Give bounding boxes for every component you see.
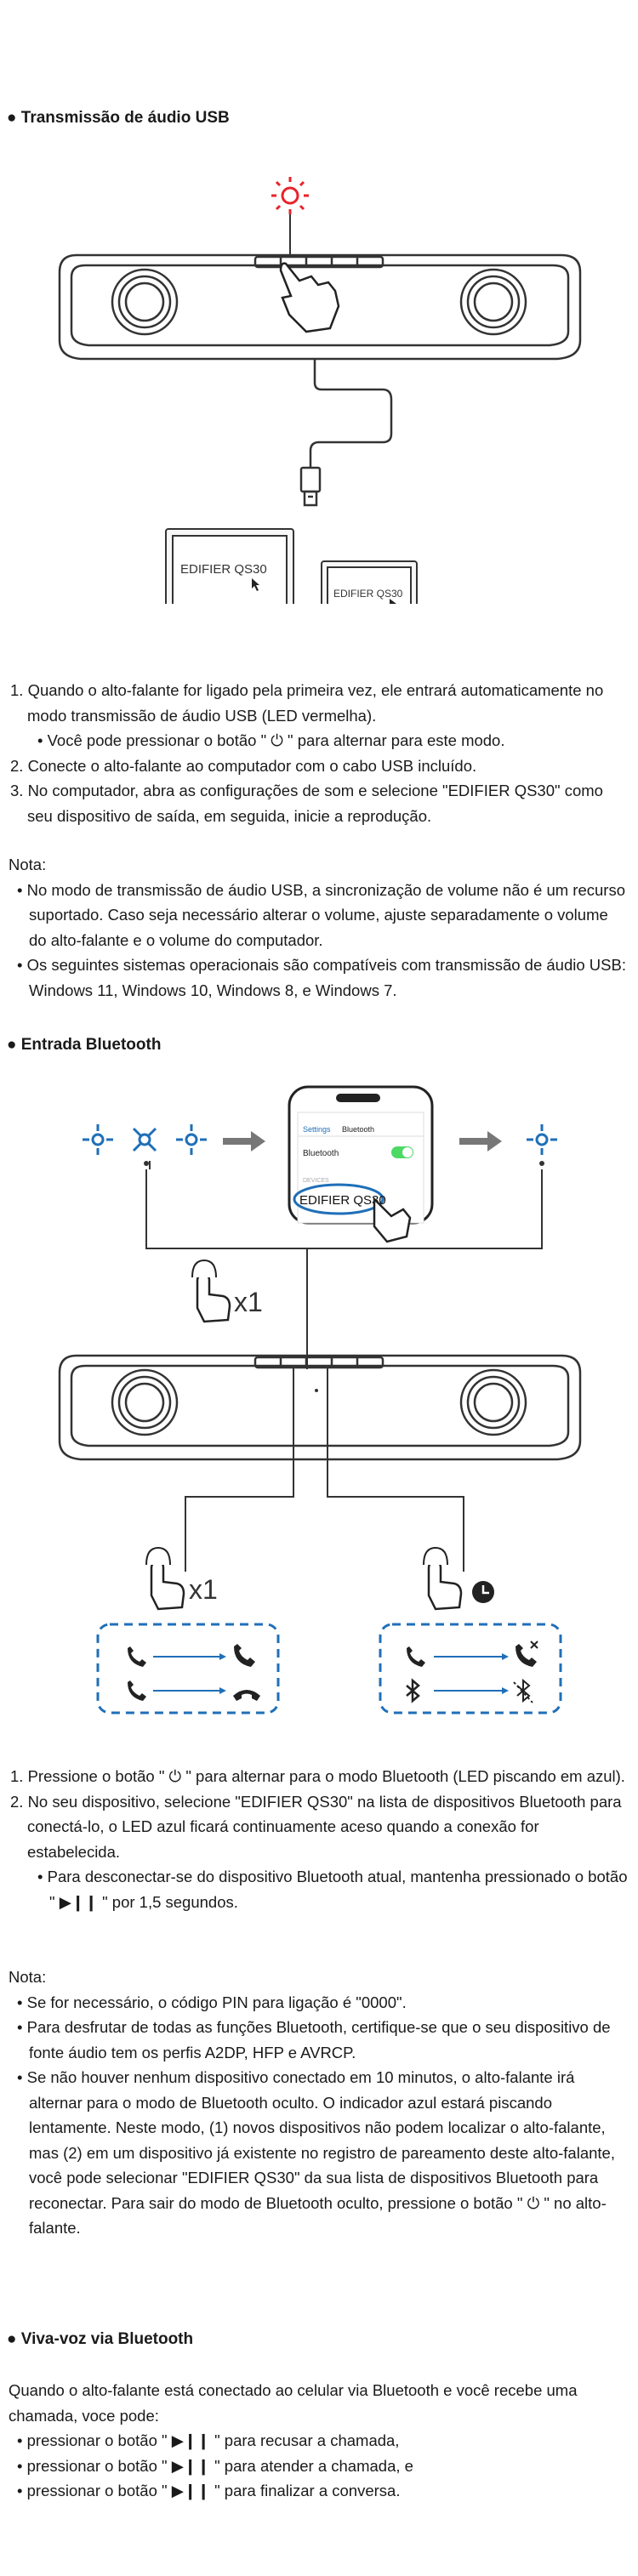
bt-step-2: 2. No seu dispositivo, selecione "EDIFIE… [10, 1792, 622, 1861]
cursor-icon [252, 578, 259, 591]
usb-steps: 1. Quando o alto-falante for ligado pela… [10, 678, 629, 828]
handsfree-body: Quando o alto-falante está conectado ao … [9, 2378, 629, 2504]
handsfree-heading: ● Viva-voz via Bluetooth [7, 2330, 194, 2348]
active-call-icon [128, 1680, 146, 1701]
bt-diagram: Settings Bluetooth Bluetooth DEVICES EDI… [58, 1085, 582, 1714]
handsfree-item-2: • pressionar o botão " ▶❙❙ " para atende… [17, 2456, 413, 2475]
call-icon [407, 1646, 425, 1667]
blue-led-icon [525, 1123, 559, 1157]
usb-heading: ● Transmissão de áudio USB [7, 109, 230, 127]
finger-hold-icon [423, 1546, 463, 1611]
usb-step-1-sub: • Você pode pressionar o botão " ⏻ " par… [37, 731, 505, 749]
bluetooth-disconnect-icon [513, 1678, 533, 1703]
answer-call-icon [234, 1644, 255, 1667]
bt-note-title: Nota: [9, 1968, 47, 1986]
phone-back: Settings [303, 1125, 331, 1134]
phone-row: Bluetooth [303, 1149, 339, 1158]
call-box-right [379, 1623, 562, 1714]
red-led-icon [271, 177, 309, 214]
arrow-right-icon [223, 1131, 265, 1152]
hang-up-icon [233, 1690, 260, 1701]
handsfree-item-1: • pressionar o botão " ▶❙❙ " para recusa… [17, 2431, 400, 2449]
usb-note-title: Nota: [9, 856, 47, 873]
usb-diagram: EDIFIER QS30 EDIFIER QS30 [58, 177, 582, 604]
laptop-icon [321, 560, 418, 604]
bluetooth-icon [406, 1678, 420, 1703]
phone-section: DEVICES [303, 1178, 329, 1184]
usb-step-2: 2. Conecte o alto-falante ao computador … [10, 756, 477, 775]
bt-note-3: • Se não houver nenhum dispositivo conec… [17, 2068, 615, 2237]
press-hand-icon [279, 262, 340, 333]
usb-note-2: • Os seguintes sistemas operacionais são… [17, 956, 626, 999]
phone-device: EDIFIER QS30 [299, 1193, 386, 1208]
blue-led-icon [174, 1123, 208, 1157]
bt-bottom-lines [185, 1368, 464, 1572]
usb-plug-icon [299, 466, 322, 507]
bt-step-1: 1. Pressione o botão " ⏻ " para alternar… [10, 1767, 625, 1785]
usb-step-3: 3. No computador, abra as configurações … [10, 782, 603, 825]
bt-note-2: • Para desfrutar de todas as funções Blu… [17, 2018, 611, 2061]
speaker-body [58, 1354, 582, 1461]
finger-press-icon [191, 1259, 231, 1323]
laptop-label: EDIFIER QS30 [333, 588, 403, 600]
monitor-label: EDIFIER QS30 [180, 562, 267, 577]
blue-led-icon [81, 1123, 115, 1157]
usb-notes: Nota: • No modo de transmissão de áudio … [9, 852, 629, 1003]
monitor-icon [165, 528, 294, 604]
handsfree-intro: Quando o alto-falante está conectado ao … [9, 2381, 578, 2425]
tap-hand-icon [373, 1196, 412, 1243]
incoming-call-icon [128, 1646, 146, 1667]
press-x1-top: x1 [234, 1287, 263, 1317]
usb-note-1: • No modo de transmissão de áudio USB, a… [17, 880, 625, 949]
usb-cable [309, 359, 393, 468]
device-highlight [293, 1183, 385, 1215]
cursor-icon [390, 599, 396, 604]
finger-press-icon [145, 1546, 185, 1611]
press-x1-bottom: x1 [189, 1574, 218, 1605]
arrow-right-icon [459, 1131, 502, 1152]
phone-title: Bluetooth [342, 1125, 374, 1134]
call-box-left [96, 1623, 280, 1714]
handsfree-item-3: • pressionar o botão " ▶❙❙ " para finali… [17, 2482, 401, 2499]
bt-notes: Nota: • Se for necessário, o código PIN … [9, 1965, 629, 2241]
bt-steps: 1. Pressione o botão " ⏻ " para alternar… [10, 1764, 629, 1914]
clock-icon [472, 1581, 494, 1603]
bt-note-1: • Se for necessário, o código PIN para l… [17, 1993, 407, 2011]
blue-led-off-icon [132, 1127, 157, 1152]
bt-heading: ● Entrada Bluetooth [7, 1036, 162, 1054]
bt-connector-lines [145, 1161, 543, 1369]
usb-step-1: 1. Quando o alto-falante for ligado pela… [10, 681, 604, 725]
bt-step-2-sub: • Para desconectar-se do dispositivo Blu… [37, 1868, 628, 1911]
speaker-body [58, 253, 582, 361]
call-cancel-icon [516, 1641, 538, 1667]
